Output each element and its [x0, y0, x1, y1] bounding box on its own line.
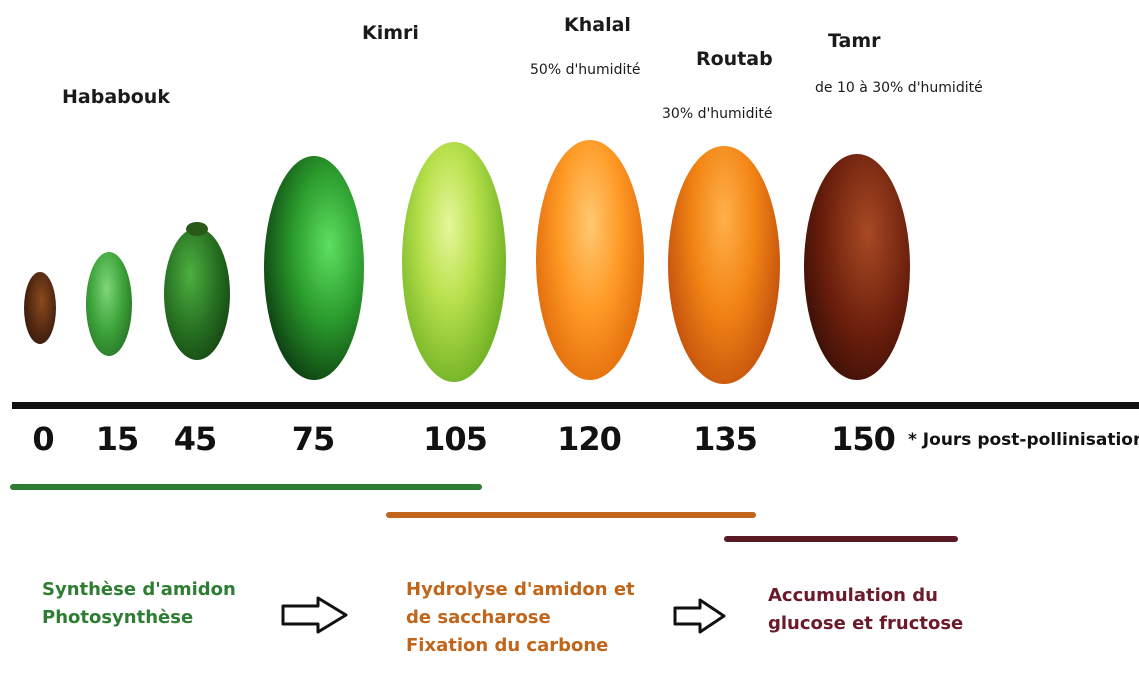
- axis-note: * Jours post-pollinisation: [908, 430, 1139, 450]
- tick-label: 150: [818, 420, 908, 458]
- process-green-line-1: Synthèse d'amidon: [42, 576, 236, 604]
- process-orange-line-2: de saccharose: [406, 604, 635, 632]
- fruit-day-0: [24, 272, 56, 344]
- process-orange-line-1: Hydrolyse d'amidon et: [406, 576, 635, 604]
- fruit-day-135: [668, 146, 780, 384]
- process-maroon: Accumulation du glucose et fructose: [768, 582, 963, 638]
- stage-label-khalal: Khalal: [564, 14, 631, 36]
- fruit-day-45: [164, 228, 230, 360]
- fruit-day-105: [402, 142, 506, 382]
- fruit-day-45-cap: [186, 222, 208, 236]
- process-green: Synthèse d'amidon Photosynthèse: [42, 576, 236, 632]
- fruit-day-150: [804, 154, 910, 380]
- process-maroon-line-1: Accumulation du: [768, 582, 963, 610]
- stage-label-routab: Routab: [696, 48, 773, 70]
- tick-label: 120: [544, 420, 634, 458]
- tick-label: 15: [72, 420, 162, 458]
- tick-label: 45: [150, 420, 240, 458]
- fruit-day-15: [86, 252, 132, 356]
- phase-bar-orange: [386, 512, 756, 518]
- stage-label-kimri: Kimri: [362, 22, 419, 44]
- process-green-line-2: Photosynthèse: [42, 604, 236, 632]
- phase-bar-green: [10, 484, 482, 490]
- stage-sub-khalal: 50% d'humidité: [530, 62, 640, 78]
- time-axis-line: [12, 402, 1139, 409]
- stage-sub-tamr: de 10 à 30% d'humidité: [815, 80, 983, 96]
- fruit-day-75: [264, 156, 364, 380]
- arrow-right-icon: [672, 596, 728, 636]
- process-maroon-line-2: glucose et fructose: [768, 610, 963, 638]
- phase-bar-maroon: [724, 536, 958, 542]
- tick-label: 135: [680, 420, 770, 458]
- process-orange: Hydrolyse d'amidon et de saccharose Fixa…: [406, 576, 635, 660]
- tick-label: 75: [268, 420, 358, 458]
- stage-sub-routab: 30% d'humidité: [662, 106, 772, 122]
- tick-label: 105: [410, 420, 500, 458]
- process-orange-line-3: Fixation du carbone: [406, 632, 635, 660]
- fruit-day-120: [536, 140, 644, 380]
- arrow-right-icon: [280, 594, 350, 636]
- stage-label-hababouk: Hababouk: [62, 86, 170, 108]
- stage-label-tamr: Tamr: [828, 30, 881, 52]
